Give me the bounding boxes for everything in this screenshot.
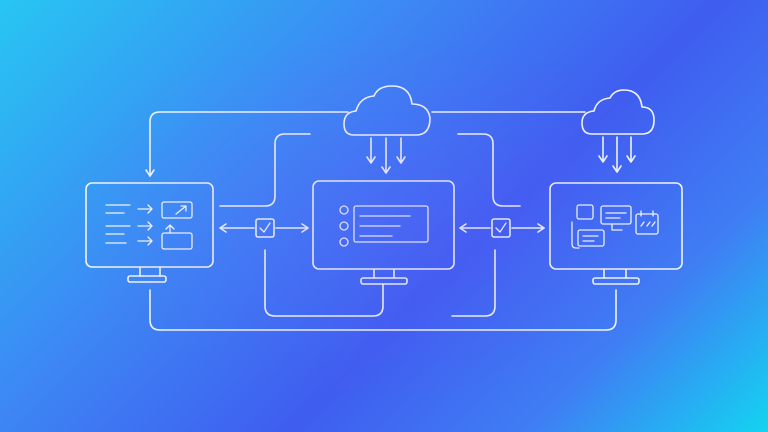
left-inner-route <box>219 133 311 207</box>
bottom-outer-route <box>149 289 617 331</box>
bottom-left-route <box>264 249 384 317</box>
checkbox-icon <box>255 218 275 238</box>
arrow-left-icon <box>219 223 227 233</box>
arrow-right-icon <box>537 223 545 233</box>
chat-calendar-screen-icon <box>571 204 659 249</box>
monitor-left <box>85 182 214 283</box>
connector-center-right <box>459 218 545 238</box>
cloud-left-icon <box>343 85 431 174</box>
top-left-route <box>149 111 349 177</box>
connector-lines <box>145 111 617 331</box>
monitor-right <box>549 182 683 285</box>
checkbox-icon <box>491 218 511 238</box>
connector-left-center <box>219 218 309 238</box>
checklist-screen-icon <box>339 205 429 247</box>
right-inner-route <box>457 133 521 207</box>
arrow-left-icon <box>459 223 467 233</box>
arrow-down-icon <box>145 169 155 177</box>
monitor-center <box>312 180 455 285</box>
cloud-right-icon <box>581 89 655 173</box>
bottom-right-route <box>451 249 496 317</box>
arrow-right-icon <box>301 223 309 233</box>
workflow-arrows-screen-icon <box>105 201 193 250</box>
